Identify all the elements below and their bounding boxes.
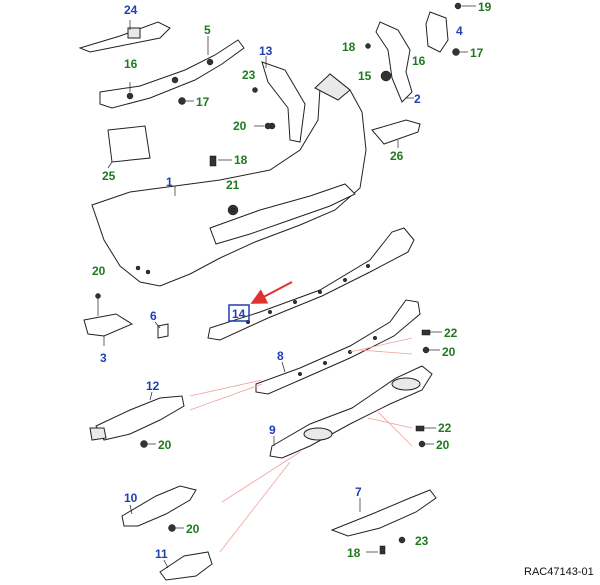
label-11: 11 — [155, 547, 168, 561]
label-15: 15 — [358, 69, 372, 83]
label-1: 1 — [166, 175, 173, 189]
part-10-bracket — [121, 485, 197, 532]
label-20-f: 20 — [186, 522, 200, 536]
label-23-a: 23 — [242, 68, 256, 82]
part-26-bracket — [371, 119, 421, 148]
label-17-b: 17 — [196, 95, 210, 109]
label-19: 19 — [478, 0, 492, 14]
fastener-18-b — [209, 155, 232, 167]
label-22-b: 22 — [438, 421, 452, 435]
label-18-b: 18 — [234, 153, 248, 167]
part-8-trim-strip — [255, 299, 421, 395]
label-14-box — [228, 304, 250, 322]
reference-code: RAC47143-01 — [524, 566, 594, 578]
label-16-b: 16 — [412, 54, 426, 68]
label-26: 26 — [390, 149, 404, 163]
label-12: 12 — [146, 379, 160, 393]
part-24-bracket — [78, 20, 171, 53]
part-11-cover — [159, 551, 213, 581]
label-20-b: 20 — [92, 264, 106, 278]
part-2-4-bracket — [365, 2, 476, 103]
part-3-insert — [83, 293, 134, 346]
part-25-cover — [107, 125, 151, 169]
part-6-clip — [154, 321, 169, 339]
label-5: 5 — [204, 23, 211, 37]
part-7-tray — [330, 489, 437, 555]
part-14-trim-strip — [207, 227, 415, 341]
fastener-20-a — [254, 122, 272, 130]
label-20-a: 20 — [233, 119, 247, 133]
label-13: 13 — [259, 44, 273, 58]
label-8: 8 — [277, 349, 284, 363]
part-1-bumper-cover — [91, 73, 367, 287]
label-21: 21 — [226, 178, 240, 192]
part-13-bracket — [252, 56, 306, 143]
part-9-diffuser — [269, 365, 433, 459]
label-18-c: 18 — [347, 546, 361, 560]
part-5-rail — [99, 36, 245, 109]
label-4: 4 — [456, 24, 463, 38]
label-17-a: 17 — [470, 46, 484, 60]
label-25: 25 — [102, 169, 116, 183]
label-2: 2 — [414, 92, 421, 106]
label-22-a: 22 — [444, 326, 458, 340]
label-6: 6 — [150, 309, 157, 323]
fasteners-right — [415, 329, 442, 448]
label-20-c: 20 — [442, 345, 456, 359]
label-18-a: 18 — [342, 40, 356, 54]
fastener-17-a — [178, 97, 194, 105]
label-23-b: 23 — [415, 534, 429, 548]
highlight-arrow — [250, 281, 293, 304]
label-24: 24 — [124, 3, 138, 17]
label-3: 3 — [100, 351, 107, 365]
label-9: 9 — [269, 423, 276, 437]
label-14: 14 — [232, 307, 246, 321]
label-10: 10 — [124, 491, 138, 505]
label-16-a: 16 — [124, 57, 138, 71]
label-20-e: 20 — [436, 438, 450, 452]
label-7: 7 — [355, 485, 362, 499]
part-12-bracket — [89, 391, 185, 448]
pink-leader-lines — [189, 337, 413, 553]
label-20-d: 20 — [158, 438, 172, 452]
